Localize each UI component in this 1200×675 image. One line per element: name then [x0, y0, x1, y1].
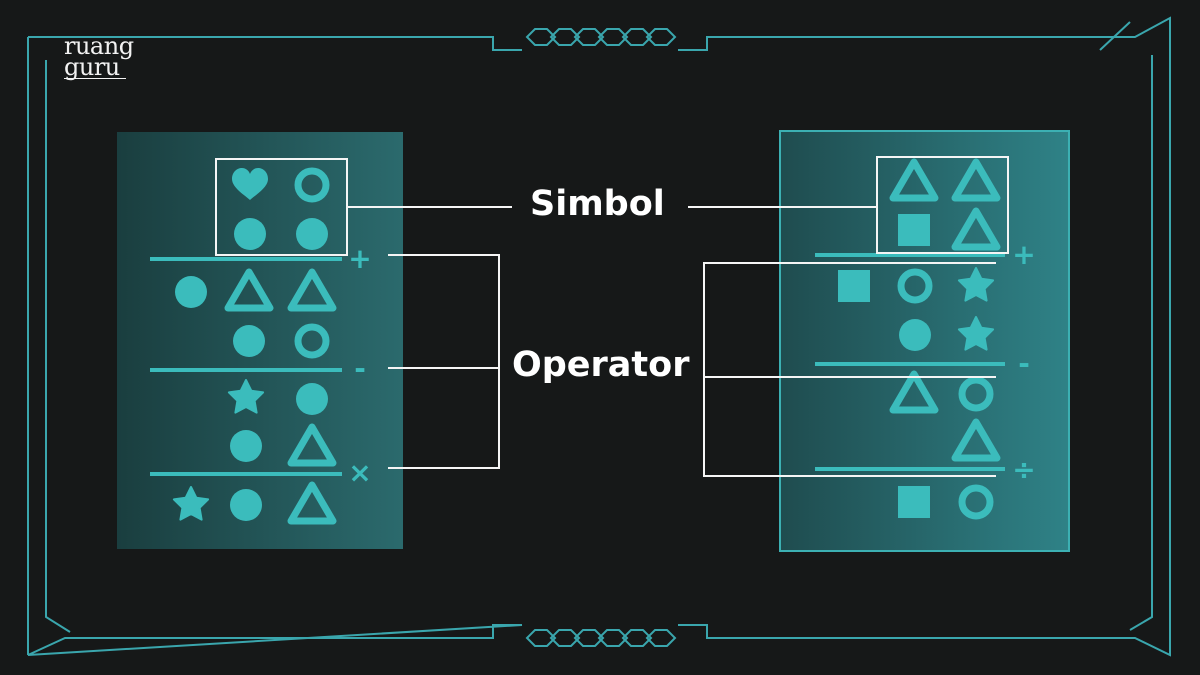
operator-label: Operator [512, 345, 690, 385]
minus-operator: - [1018, 347, 1030, 380]
dot-icon [230, 489, 262, 521]
frame-hex-ornament-bottom [525, 629, 677, 647]
logo-line-2: guru [64, 55, 126, 79]
minus-operator: - [354, 352, 366, 385]
ruangguru-logo: ruang guru [64, 32, 134, 79]
callout-lines [215, 156, 1009, 477]
dot-icon [233, 325, 265, 357]
operator-bracket-right [703, 262, 996, 477]
left-card-rules [150, 257, 342, 476]
dot-icon [899, 319, 931, 351]
dot-icon [230, 430, 262, 462]
dot-icon [296, 218, 328, 250]
frame-border [27, 16, 1171, 657]
frame-hex-ornament-top [525, 28, 677, 46]
right-card-rules [815, 253, 1005, 471]
square-icon [898, 486, 930, 518]
logo-line-1: ruang [64, 32, 134, 60]
plus-operator: + [348, 242, 371, 275]
symbol-label: Simbol [530, 184, 665, 224]
dot-icon [234, 218, 266, 250]
plus-operator: + [1012, 238, 1035, 271]
square-icon [898, 214, 930, 246]
divide-operator: ÷ [1012, 453, 1035, 486]
square-icon [838, 270, 870, 302]
operator-bracket-left [388, 254, 500, 469]
dot-icon [175, 276, 207, 308]
symbol-box-right [876, 156, 1009, 254]
times-operator: × [348, 456, 371, 489]
right-card-operators: + - ÷ [1012, 238, 1035, 486]
dot-icon [296, 383, 328, 415]
left-card-operators: + - × [348, 242, 371, 489]
